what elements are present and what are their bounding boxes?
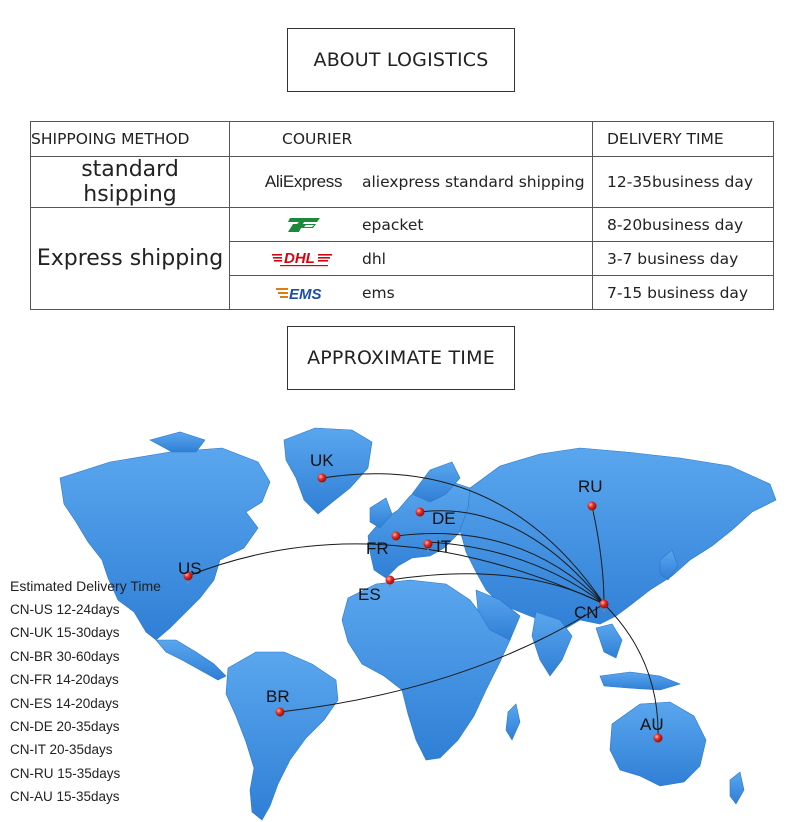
world-map: UK RU DE FR IT US ES CN BR AU [59,427,777,821]
courier-name: dhl [362,249,386,268]
pin-au [653,733,663,746]
svg-text:EMS: EMS [289,286,322,303]
route-fr [395,533,605,605]
asia [459,447,777,633]
greenland [283,427,373,515]
header-delivery-time: DELIVERY TIME [592,121,774,157]
table-row: Express shipping epacket 8-20business da… [30,207,774,310]
aliexpress-logo: AliExpress [256,172,351,192]
approximate-time-title: APPROXIMATE TIME [307,347,495,369]
estimated-delivery-list: Estimated Delivery Time CN-US 12-24days … [10,578,161,809]
route-au [603,603,659,739]
label-fr: FR [366,539,389,558]
approximate-time-heading: APPROXIMATE TIME [287,326,515,390]
courier-name: aliexpress standard shipping [362,173,585,191]
label-br: BR [266,687,290,706]
label-es: ES [358,585,381,604]
table-row: standard hsipping AliExpress aliexpress … [30,156,774,208]
header-courier: COURIER [229,121,593,157]
delivery-line: CN-ES 14-20days [10,695,119,711]
route-es [389,573,605,605]
delivery-line: CN-FR 14-20days [10,672,119,688]
courier-name: epacket [362,215,424,234]
delivery-line: CN-US 12-24days [10,602,120,617]
route-us [187,543,605,605]
japan [659,549,679,581]
delivery-line: CN-UK 15-30days [10,625,120,641]
table-row: EMS ems 7-15 business day [31,275,774,310]
south-america [225,651,339,821]
dhl-icon: DHL [271,250,332,267]
label-it: IT [436,537,451,556]
delivery-time: 12-35business day [592,156,774,208]
delivery-line: CN-IT 20-35days [10,742,113,758]
route-arcs [187,473,659,739]
delivery-line: CN-DE 20-35days [10,718,120,734]
arabia [475,589,521,641]
svg-text:DHL: DHL [284,250,315,267]
label-us: US [178,559,202,578]
aliexpress-logo-text: AliExpress [264,172,343,191]
scandinavia [411,461,461,503]
about-logistics-heading: ABOUT LOGISTICS [287,28,515,92]
madagascar [505,703,521,741]
delivery-line: CN-BR 30-60days [10,648,120,664]
north-america [59,447,271,641]
pin-ru [587,501,597,514]
courier-epacket: epacket [229,207,593,242]
new-zealand [729,771,745,805]
courier-ems: EMS ems [229,275,593,310]
pin-br [275,707,285,720]
map-pins [183,473,663,746]
africa [341,579,511,761]
estimated-delivery-title: Estimated Delivery Time [10,578,161,594]
delivery-line: CN-AU 15-35days [10,789,120,805]
central-america [155,639,227,681]
table-row: DHL dhl 3-7 business day [31,241,774,276]
label-cn: CN [574,603,599,622]
pin-it [423,539,433,552]
route-de [419,510,605,605]
continents [59,427,777,821]
pin-us [183,571,193,584]
canada-islands [149,431,206,453]
indonesia [599,671,681,691]
about-logistics-title: ABOUT LOGISTICS [313,49,489,71]
label-de: DE [432,509,456,528]
route-uk [321,473,605,605]
pin-es [385,575,395,588]
table-header-row: SHIPPOING METHOD COURIER DELIVERY TIME [30,121,774,157]
pin-uk [317,473,327,486]
logistics-table: SHIPPOING METHOD COURIER DELIVERY TIME s… [30,121,774,310]
pin-fr [391,531,401,544]
header-shipping-method: SHIPPOING METHOD [30,121,230,157]
label-uk: UK [310,451,334,470]
method-express: Express shipping [30,207,230,310]
courier-dhl: DHL dhl [229,241,593,276]
label-ru: RU [578,477,603,496]
courier-name: ems [362,283,395,302]
pin-de [415,507,425,520]
uk-islands [369,497,393,529]
delivery-line: CN-RU 15-35days [10,765,121,781]
method-standard: standard hsipping [30,156,230,208]
pin-cn [599,599,609,612]
delivery-time: 3-7 business day [592,241,774,276]
route-it [427,541,605,605]
southeast-asia [595,623,623,659]
ems-logo: EMS [256,283,351,303]
ems-icon: EMS [275,286,322,303]
delivery-time: 7-15 business day [592,275,774,310]
epacket-icon [287,217,320,232]
india [531,611,573,677]
courier-aliexpress: AliExpress aliexpress standard shipping [229,156,593,208]
label-au: AU [640,715,664,734]
country-labels: UK RU DE FR IT US ES CN BR AU [178,451,664,734]
route-br [279,603,605,713]
delivery-time: 8-20business day [592,207,774,242]
dhl-logo: DHL [256,248,351,270]
route-ru [591,505,605,605]
epacket-logo [256,214,351,236]
